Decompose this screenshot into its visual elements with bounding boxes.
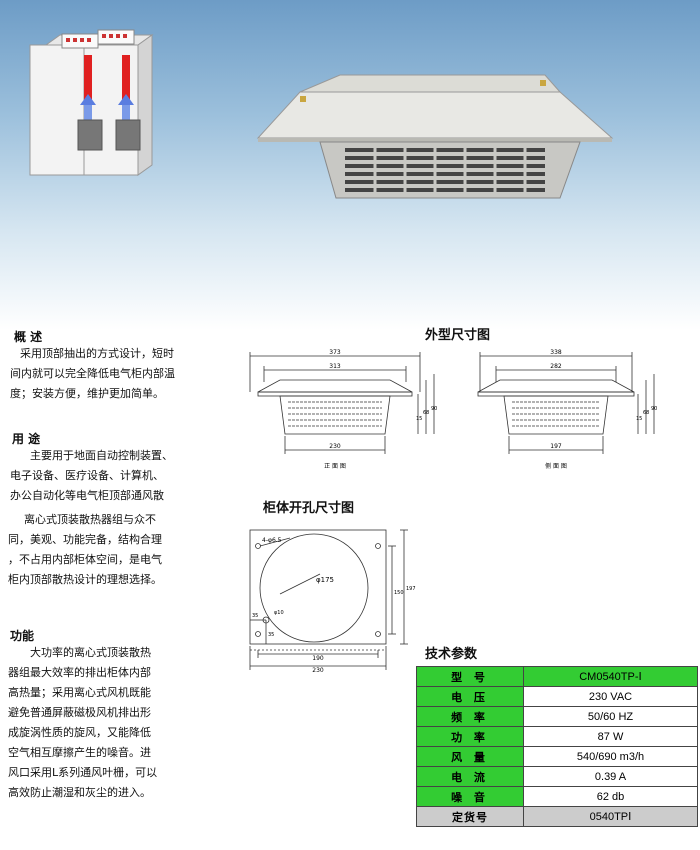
side-h2: 68 <box>643 410 649 416</box>
specs-value: CM0540TP-Ⅰ <box>523 666 698 687</box>
function-line: 空气相互摩擦产生的噪音。进 <box>8 746 151 759</box>
cutout-hole-label: 4-φ6.5 <box>262 537 282 544</box>
side-width-mid: 282 <box>550 363 562 370</box>
description-text: 离心式顶装散热器组与众不 同，美观、功能完备，结构合理 ，不占用内部柜体空间，是… <box>8 510 162 590</box>
overview-text: 采用顶部抽出的方式设计，短时 间内就可以完全降低电气柜内部温 度；安装方便，维护… <box>10 344 175 404</box>
front-h2: 68 <box>423 410 429 416</box>
specs-value: 87 W <box>523 726 698 747</box>
front-h1: 15 <box>416 416 422 422</box>
front-width-mid: 313 <box>329 363 341 370</box>
cutout-drawing-title: 柜体开孔尺寸图 <box>263 501 355 516</box>
cutout-dim-230: 230 <box>312 667 324 674</box>
side-width-top: 338 <box>550 349 562 356</box>
outline-drawing-title: 外型尺寸图 <box>425 328 491 343</box>
specs-title: 技术参数 <box>425 647 478 662</box>
description-line: ，不占用内部柜体空间，是电气 <box>8 553 162 566</box>
overview-line: 度；安装方便，维护更加简单。 <box>10 387 164 400</box>
function-line: 成旋涡性质的旋风，又能降低 <box>8 726 151 739</box>
specs-key: 电 压 <box>416 686 524 707</box>
hero-illustration <box>29 29 614 199</box>
function-line: 风口采用L系列通风叶栅，可以 <box>8 766 158 779</box>
specs-value: 50/60 HZ <box>523 706 698 727</box>
front-h3: 90 <box>431 406 437 412</box>
overview-title: 概 述 <box>14 330 43 344</box>
usage-title: 用 途 <box>12 432 41 446</box>
overview-line: 采用顶部抽出的方式设计，短时 <box>20 347 174 360</box>
function-title: 功能 <box>10 629 35 643</box>
specs-key: 型 号 <box>416 666 524 687</box>
front-width-bottom: 230 <box>329 443 341 450</box>
usage-line: 电子设备、医疗设备、计算机、 <box>10 469 164 482</box>
side-h1: 15 <box>636 416 642 422</box>
function-line: 高效防止潮湿和灰尘的进入。 <box>8 786 151 799</box>
function-line: 避免普通屏蔽磁极风机排出形 <box>8 706 151 719</box>
specs-key: 噪 音 <box>416 786 524 807</box>
side-width-bottom: 197 <box>550 443 562 450</box>
specs-value: 0.39 A <box>523 766 698 787</box>
cutout-drawing: 4-φ6.5 φ175 φ10 35 35 190 230 150 197 <box>249 529 416 674</box>
side-view-drawing: 338 282 197 15 68 90 侧 面 图 <box>477 349 657 470</box>
description-line: 同，美观、功能完备，结构合理 <box>8 533 162 546</box>
cabinet-illustration <box>29 29 154 176</box>
hero-banner <box>0 0 700 330</box>
specs-value: 230 VAC <box>523 686 698 707</box>
overview-line: 间内就可以完全降低电气柜内部温 <box>10 367 175 380</box>
specs-value: 62 db <box>523 786 698 807</box>
usage-text: 主要用于地面自动控制装置、 电子设备、医疗设备、计算机、 办公自动化等电气柜顶部… <box>10 446 173 506</box>
cutout-circle-label: φ175 <box>316 576 334 584</box>
cutout-dim-35-v: 35 <box>268 632 274 638</box>
specs-value: 0540TPⅠ <box>523 806 698 827</box>
usage-line: 办公自动化等电气柜顶部通风散 <box>10 489 164 502</box>
cutout-dim-197: 197 <box>406 586 416 592</box>
function-line: 高热量；采用离心式风机既能 <box>8 686 151 699</box>
function-line: 大功率的离心式顶装散热 <box>30 646 151 659</box>
specs-key: 功 率 <box>416 726 524 747</box>
product-photo <box>256 74 614 199</box>
specs-key: 风 量 <box>416 746 524 767</box>
cutout-dim-35-h: 35 <box>252 613 258 619</box>
function-text: 大功率的离心式顶装散热 器组最大效率的排出柜体内部 高热量；采用离心式风机既能 … <box>8 643 157 803</box>
description-line: 离心式顶装散热器组与众不 <box>24 513 156 526</box>
cutout-small-hole-label: φ10 <box>274 610 284 616</box>
function-line: 器组最大效率的排出柜体内部 <box>8 666 151 679</box>
description-line: 柜内顶部散热设计的理想选择。 <box>8 573 162 586</box>
front-view-caption: 正 面 图 <box>324 463 346 470</box>
specs-value: 540/690 m3/h <box>523 746 698 767</box>
side-h3: 90 <box>651 406 657 412</box>
front-view-drawing: 373 313 230 15 68 90 正 面 图 <box>249 349 437 470</box>
specs-key: 定货号 <box>416 806 524 827</box>
cutout-dim-190: 190 <box>312 655 324 662</box>
usage-line: 主要用于地面自动控制装置、 <box>30 449 173 462</box>
front-width-top: 373 <box>329 349 341 356</box>
specs-key: 频 率 <box>416 706 524 727</box>
cutout-dim-150: 150 <box>394 590 404 596</box>
side-view-caption: 侧 面 图 <box>545 462 567 470</box>
specs-key: 电 流 <box>416 766 524 787</box>
